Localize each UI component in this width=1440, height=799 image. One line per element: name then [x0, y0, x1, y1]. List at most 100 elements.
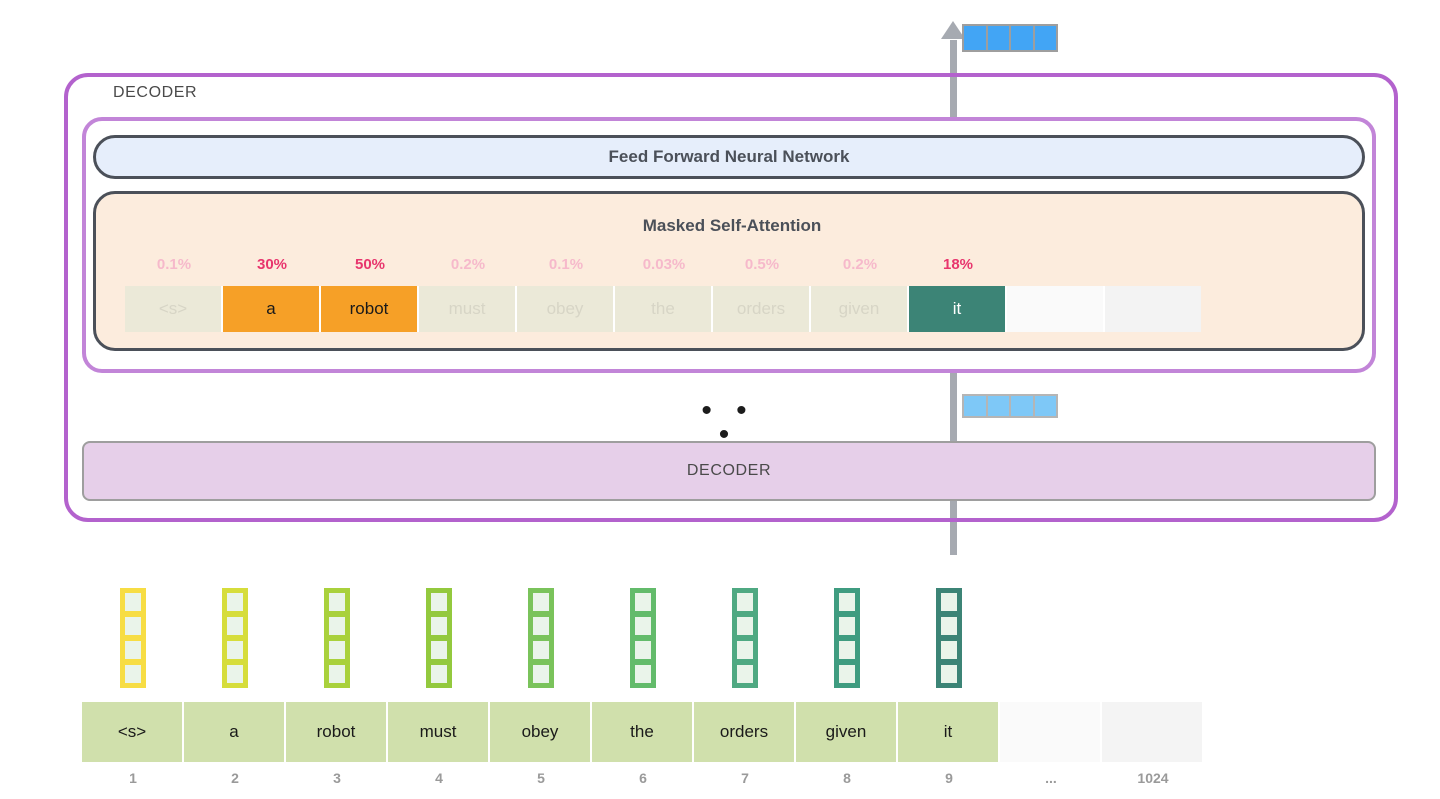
embedding-cell [431, 641, 447, 659]
embedding-cell [941, 665, 957, 683]
embedding-vector-slot [388, 588, 490, 696]
decoder-outer-label: DECODER [113, 84, 198, 101]
attention-weights-row: 0.1% 30% 50% 0.2% 0.1% 0.03% 0.5% 0.2% 18% [125, 256, 1009, 278]
masked-self-attention-title: Masked Self-Attention [642, 216, 822, 235]
embedding-cell [533, 593, 549, 611]
embedding-vector [222, 588, 248, 688]
flow-arrow-head [941, 21, 965, 39]
embedding-cell [431, 593, 447, 611]
embedding-vector-slot [82, 588, 184, 696]
embedding-vector [732, 588, 758, 688]
embedding-cell [533, 617, 549, 635]
token-index: 1024 [1137, 770, 1169, 786]
attention-token: must [419, 286, 515, 332]
embedding-vector [528, 588, 554, 688]
embedding-vector [630, 588, 656, 688]
output-vector-cell [987, 26, 1009, 50]
embedding-vector-slot [796, 588, 898, 696]
input-token-empty [1102, 702, 1202, 762]
attention-token: the [615, 286, 711, 332]
embedding-cell [227, 617, 243, 635]
stack-ellipsis: • • • [701, 394, 755, 451]
token-index: 2 [231, 770, 239, 786]
attention-token-empty [1105, 286, 1201, 332]
embedding-cell [125, 665, 141, 683]
embedding-cell [635, 665, 651, 683]
embedding-vector [324, 588, 350, 688]
attention-weight: 18% [942, 256, 974, 273]
attention-token: a [223, 286, 319, 332]
embedding-vectors-row [82, 588, 1000, 696]
input-token: obey [490, 702, 590, 762]
input-token: the [592, 702, 692, 762]
embedding-vector [120, 588, 146, 688]
attention-weight: 0.5% [744, 256, 780, 273]
embedding-cell [329, 617, 345, 635]
attention-weight: 30% [256, 256, 288, 273]
output-vector-cell [1034, 26, 1056, 50]
token-index: 5 [537, 770, 545, 786]
embedding-vector-slot [898, 588, 1000, 696]
input-token: given [796, 702, 896, 762]
embedding-cell [635, 641, 651, 659]
embedding-cell [431, 617, 447, 635]
embedding-cell [737, 593, 753, 611]
embedding-vector-slot [286, 588, 388, 696]
attention-weight: 50% [354, 256, 386, 273]
attention-token: <s> [125, 286, 221, 332]
token-index: 8 [843, 770, 851, 786]
embedding-vector-slot [592, 588, 694, 696]
embedding-cell [125, 617, 141, 635]
embedding-cell [635, 593, 651, 611]
intermediate-vector-cell [964, 396, 986, 416]
token-index: ... [1045, 770, 1057, 786]
embedding-cell [533, 665, 549, 683]
attention-weight: 0.03% [642, 256, 686, 273]
input-token: a [184, 702, 284, 762]
embedding-cell [227, 593, 243, 611]
embedding-cell [941, 641, 957, 659]
input-token: <s> [82, 702, 182, 762]
embedding-cell [635, 617, 651, 635]
input-token: it [898, 702, 998, 762]
attention-weight: 0.2% [450, 256, 486, 273]
decoder-lower-block: DECODER [82, 441, 1376, 501]
attention-weight: 0.2% [842, 256, 878, 273]
attention-token: it [909, 286, 1005, 332]
attention-token: robot [321, 286, 417, 332]
embedding-vector [936, 588, 962, 688]
token-index: 9 [945, 770, 953, 786]
embedding-cell [329, 593, 345, 611]
embedding-cell [431, 665, 447, 683]
embedding-cell [839, 641, 855, 659]
embedding-cell [941, 593, 957, 611]
embedding-cell [329, 665, 345, 683]
decoder-outer-boundary [64, 73, 1398, 522]
intermediate-vector-cell [1011, 396, 1033, 416]
feed-forward-block: Feed Forward Neural Network [93, 135, 1365, 179]
embedding-cell [839, 665, 855, 683]
attention-token-empty [1007, 286, 1103, 332]
token-index: 6 [639, 770, 647, 786]
embedding-vector [426, 588, 452, 688]
input-token: orders [694, 702, 794, 762]
attention-weight: 0.1% [156, 256, 192, 273]
attention-token: given [811, 286, 907, 332]
embedding-cell [737, 641, 753, 659]
attention-weight: 0.1% [548, 256, 584, 273]
token-index: 1 [129, 770, 137, 786]
output-vector-cell [964, 26, 986, 50]
token-index: 4 [435, 770, 443, 786]
input-token: robot [286, 702, 386, 762]
embedding-vector-slot [184, 588, 286, 696]
intermediate-vector-cell [1034, 396, 1056, 416]
output-vector-cell [1011, 26, 1033, 50]
intermediate-vector [962, 394, 1058, 418]
embedding-cell [941, 617, 957, 635]
embedding-cell [839, 593, 855, 611]
input-token-empty [1000, 702, 1100, 762]
embedding-cell [329, 641, 345, 659]
